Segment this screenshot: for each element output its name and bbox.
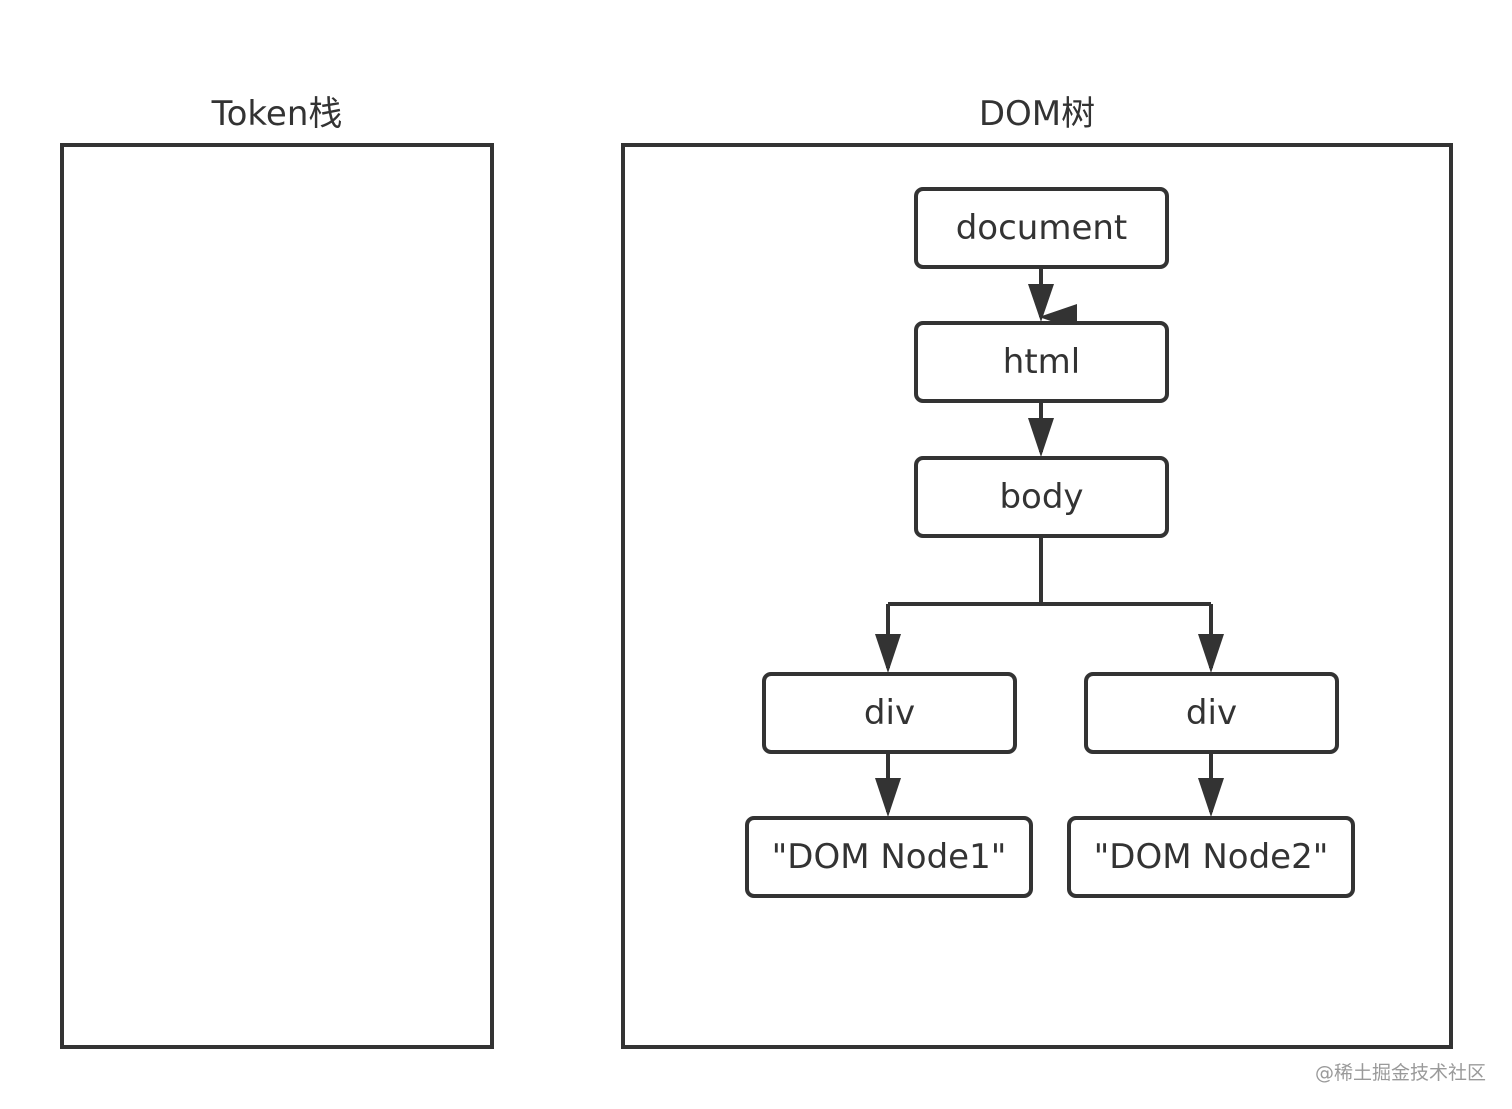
dom-tree-title: DOM树 <box>978 94 1096 134</box>
watermark: @稀土掘金技术社区 <box>1314 1062 1486 1084</box>
node-body: body <box>914 456 1169 538</box>
arrow-to-html <box>1028 284 1054 322</box>
token-stack-title: Token栈 <box>211 94 343 134</box>
node-text-1: "DOM Node1" <box>745 816 1033 898</box>
node-html: html <box>914 321 1169 403</box>
node-div-left-label: div <box>863 693 916 733</box>
node-text-2: "DOM Node2" <box>1067 816 1355 898</box>
node-text-1-label: "DOM Node1" <box>771 837 1007 877</box>
arrow-to-div-left <box>875 634 901 673</box>
arrow-to-text2 <box>1198 778 1224 817</box>
node-html-label: html <box>1002 342 1081 382</box>
node-document: document <box>914 187 1169 269</box>
node-body-label: body <box>999 477 1084 517</box>
node-div-left: div <box>762 672 1017 754</box>
node-document-label: document <box>955 208 1128 248</box>
token-stack-panel <box>60 143 494 1049</box>
arrow-to-body <box>1028 418 1054 457</box>
arrow-to-div-right <box>1198 634 1224 673</box>
node-div-right-label: div <box>1185 693 1238 733</box>
node-text-2-label: "DOM Node2" <box>1093 837 1329 877</box>
arrow-to-text1 <box>875 778 901 817</box>
node-div-right: div <box>1084 672 1339 754</box>
